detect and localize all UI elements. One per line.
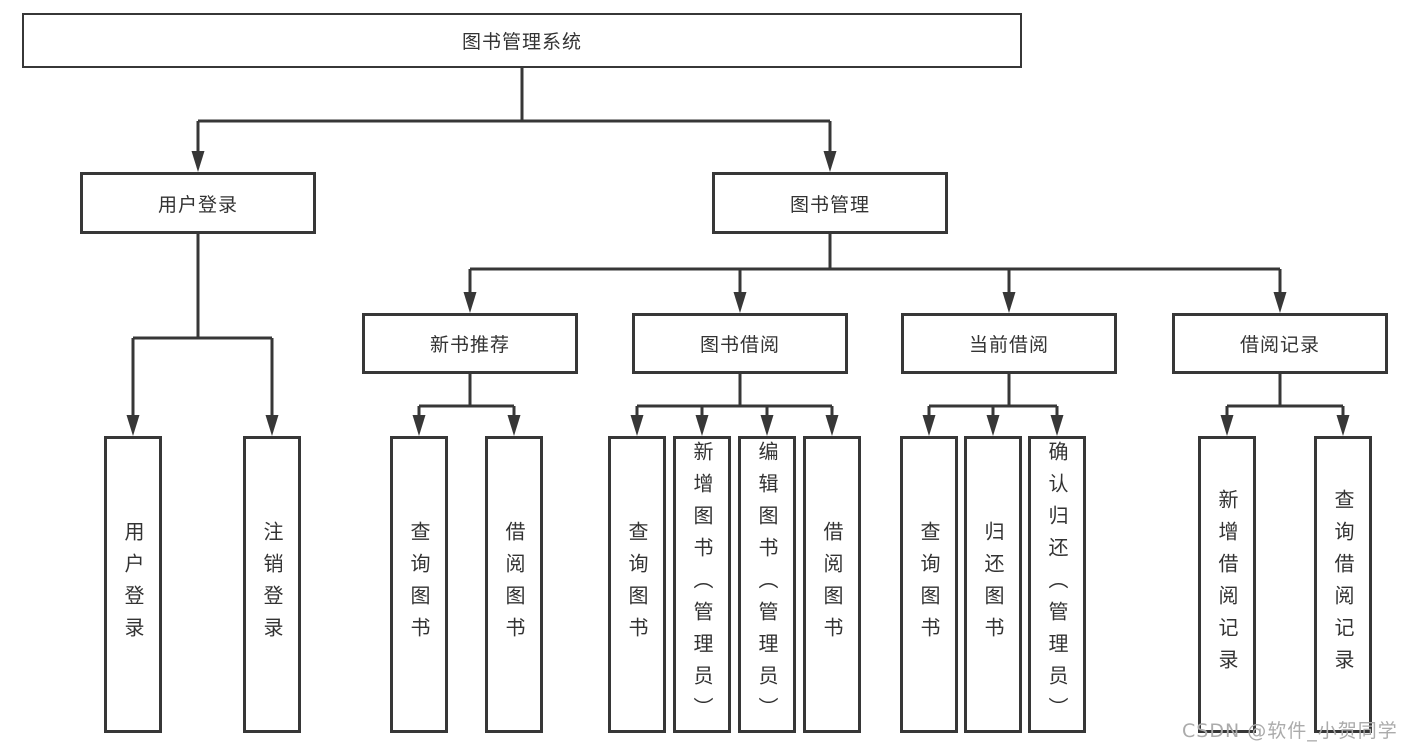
node-label: 新书推荐 [429, 334, 510, 356]
node-label: 借阅记录 [1239, 334, 1320, 356]
leaf-confirm-return-admin: 确认归还（管理员） [1028, 436, 1086, 733]
leaf-user-login: 用户登录 [104, 436, 162, 733]
connector-root-to-level1 [191, 68, 837, 172]
leaf-label: 查询图书 [917, 520, 941, 649]
leaf-label: 确认归还（管理员） [1045, 440, 1069, 729]
leaf-label: 查询图书 [407, 520, 431, 649]
node-book-management: 图书管理 [712, 172, 948, 234]
arrowhead [265, 415, 279, 436]
leaf-label: 编辑图书（管理员） [755, 440, 779, 729]
connector-current-borrowing-children [922, 374, 1064, 436]
leaf-label: 用户登录 [121, 520, 145, 649]
arrowhead [695, 415, 709, 436]
node-book-borrowing: 图书借阅 [632, 313, 848, 374]
leaf-label: 查询图书 [625, 520, 649, 649]
leaf-query-borrow-record: 查询借阅记录 [1314, 436, 1372, 733]
leaf-return-books: 归还图书 [964, 436, 1022, 733]
leaf-label: 借阅图书 [502, 520, 526, 649]
leaf-label: 新增借阅记录 [1215, 488, 1239, 681]
arrowhead [191, 151, 205, 172]
arrowhead [760, 415, 774, 436]
node-borrow-records: 借阅记录 [1172, 313, 1388, 374]
leaf-label: 新增图书（管理员） [690, 440, 714, 729]
arrowhead [1273, 292, 1287, 313]
leaf-label: 注销登录 [260, 520, 284, 649]
node-library-management-system: 图书管理系统 [22, 13, 1022, 68]
arrowhead [1220, 415, 1234, 436]
node-current-borrowing: 当前借阅 [901, 313, 1117, 374]
arrowhead [507, 415, 521, 436]
leaf-add-book-admin: 新增图书（管理员） [673, 436, 731, 733]
arrowhead [412, 415, 426, 436]
arrowhead [1050, 415, 1064, 436]
connector-user-login-children [126, 234, 279, 436]
arrowhead [463, 292, 477, 313]
node-label: 用户登录 [157, 193, 238, 216]
node-label: 当前借阅 [968, 334, 1049, 356]
leaf-label: 归还图书 [981, 520, 1005, 649]
arrowhead [733, 292, 747, 313]
arrowhead [630, 415, 644, 436]
arrowhead [986, 415, 1000, 436]
node-label: 图书借阅 [699, 334, 780, 356]
arrowhead [825, 415, 839, 436]
csdn-watermark: CSDN @软件_小贺同学 [1182, 720, 1398, 742]
leaf-edit-book-admin: 编辑图书（管理员） [738, 436, 796, 733]
node-label: 图书管理系统 [461, 31, 582, 53]
arrowhead [823, 151, 837, 172]
connector-new-book-recommend-children [412, 374, 521, 436]
node-label: 图书管理 [789, 193, 870, 216]
arrowhead [1002, 292, 1016, 313]
leaf-query-books-recommend: 查询图书 [390, 436, 448, 733]
connector-book-management-children [463, 234, 1287, 313]
node-new-book-recommend: 新书推荐 [362, 313, 578, 374]
leaf-label: 查询借阅记录 [1331, 488, 1355, 681]
leaf-label: 借阅图书 [820, 520, 844, 649]
arrowhead [126, 415, 140, 436]
node-user-login: 用户登录 [80, 172, 316, 234]
leaf-add-borrow-record: 新增借阅记录 [1198, 436, 1256, 733]
connector-borrow-records-children [1220, 374, 1350, 436]
arrowhead [922, 415, 936, 436]
arrowhead [1336, 415, 1350, 436]
leaf-borrow-books-recommend: 借阅图书 [485, 436, 543, 733]
leaf-query-books-current: 查询图书 [900, 436, 958, 733]
connector-book-borrowing-children [630, 374, 839, 436]
leaf-query-books-borrowing: 查询图书 [608, 436, 666, 733]
leaf-borrow-books: 借阅图书 [803, 436, 861, 733]
leaf-logout: 注销登录 [243, 436, 301, 733]
